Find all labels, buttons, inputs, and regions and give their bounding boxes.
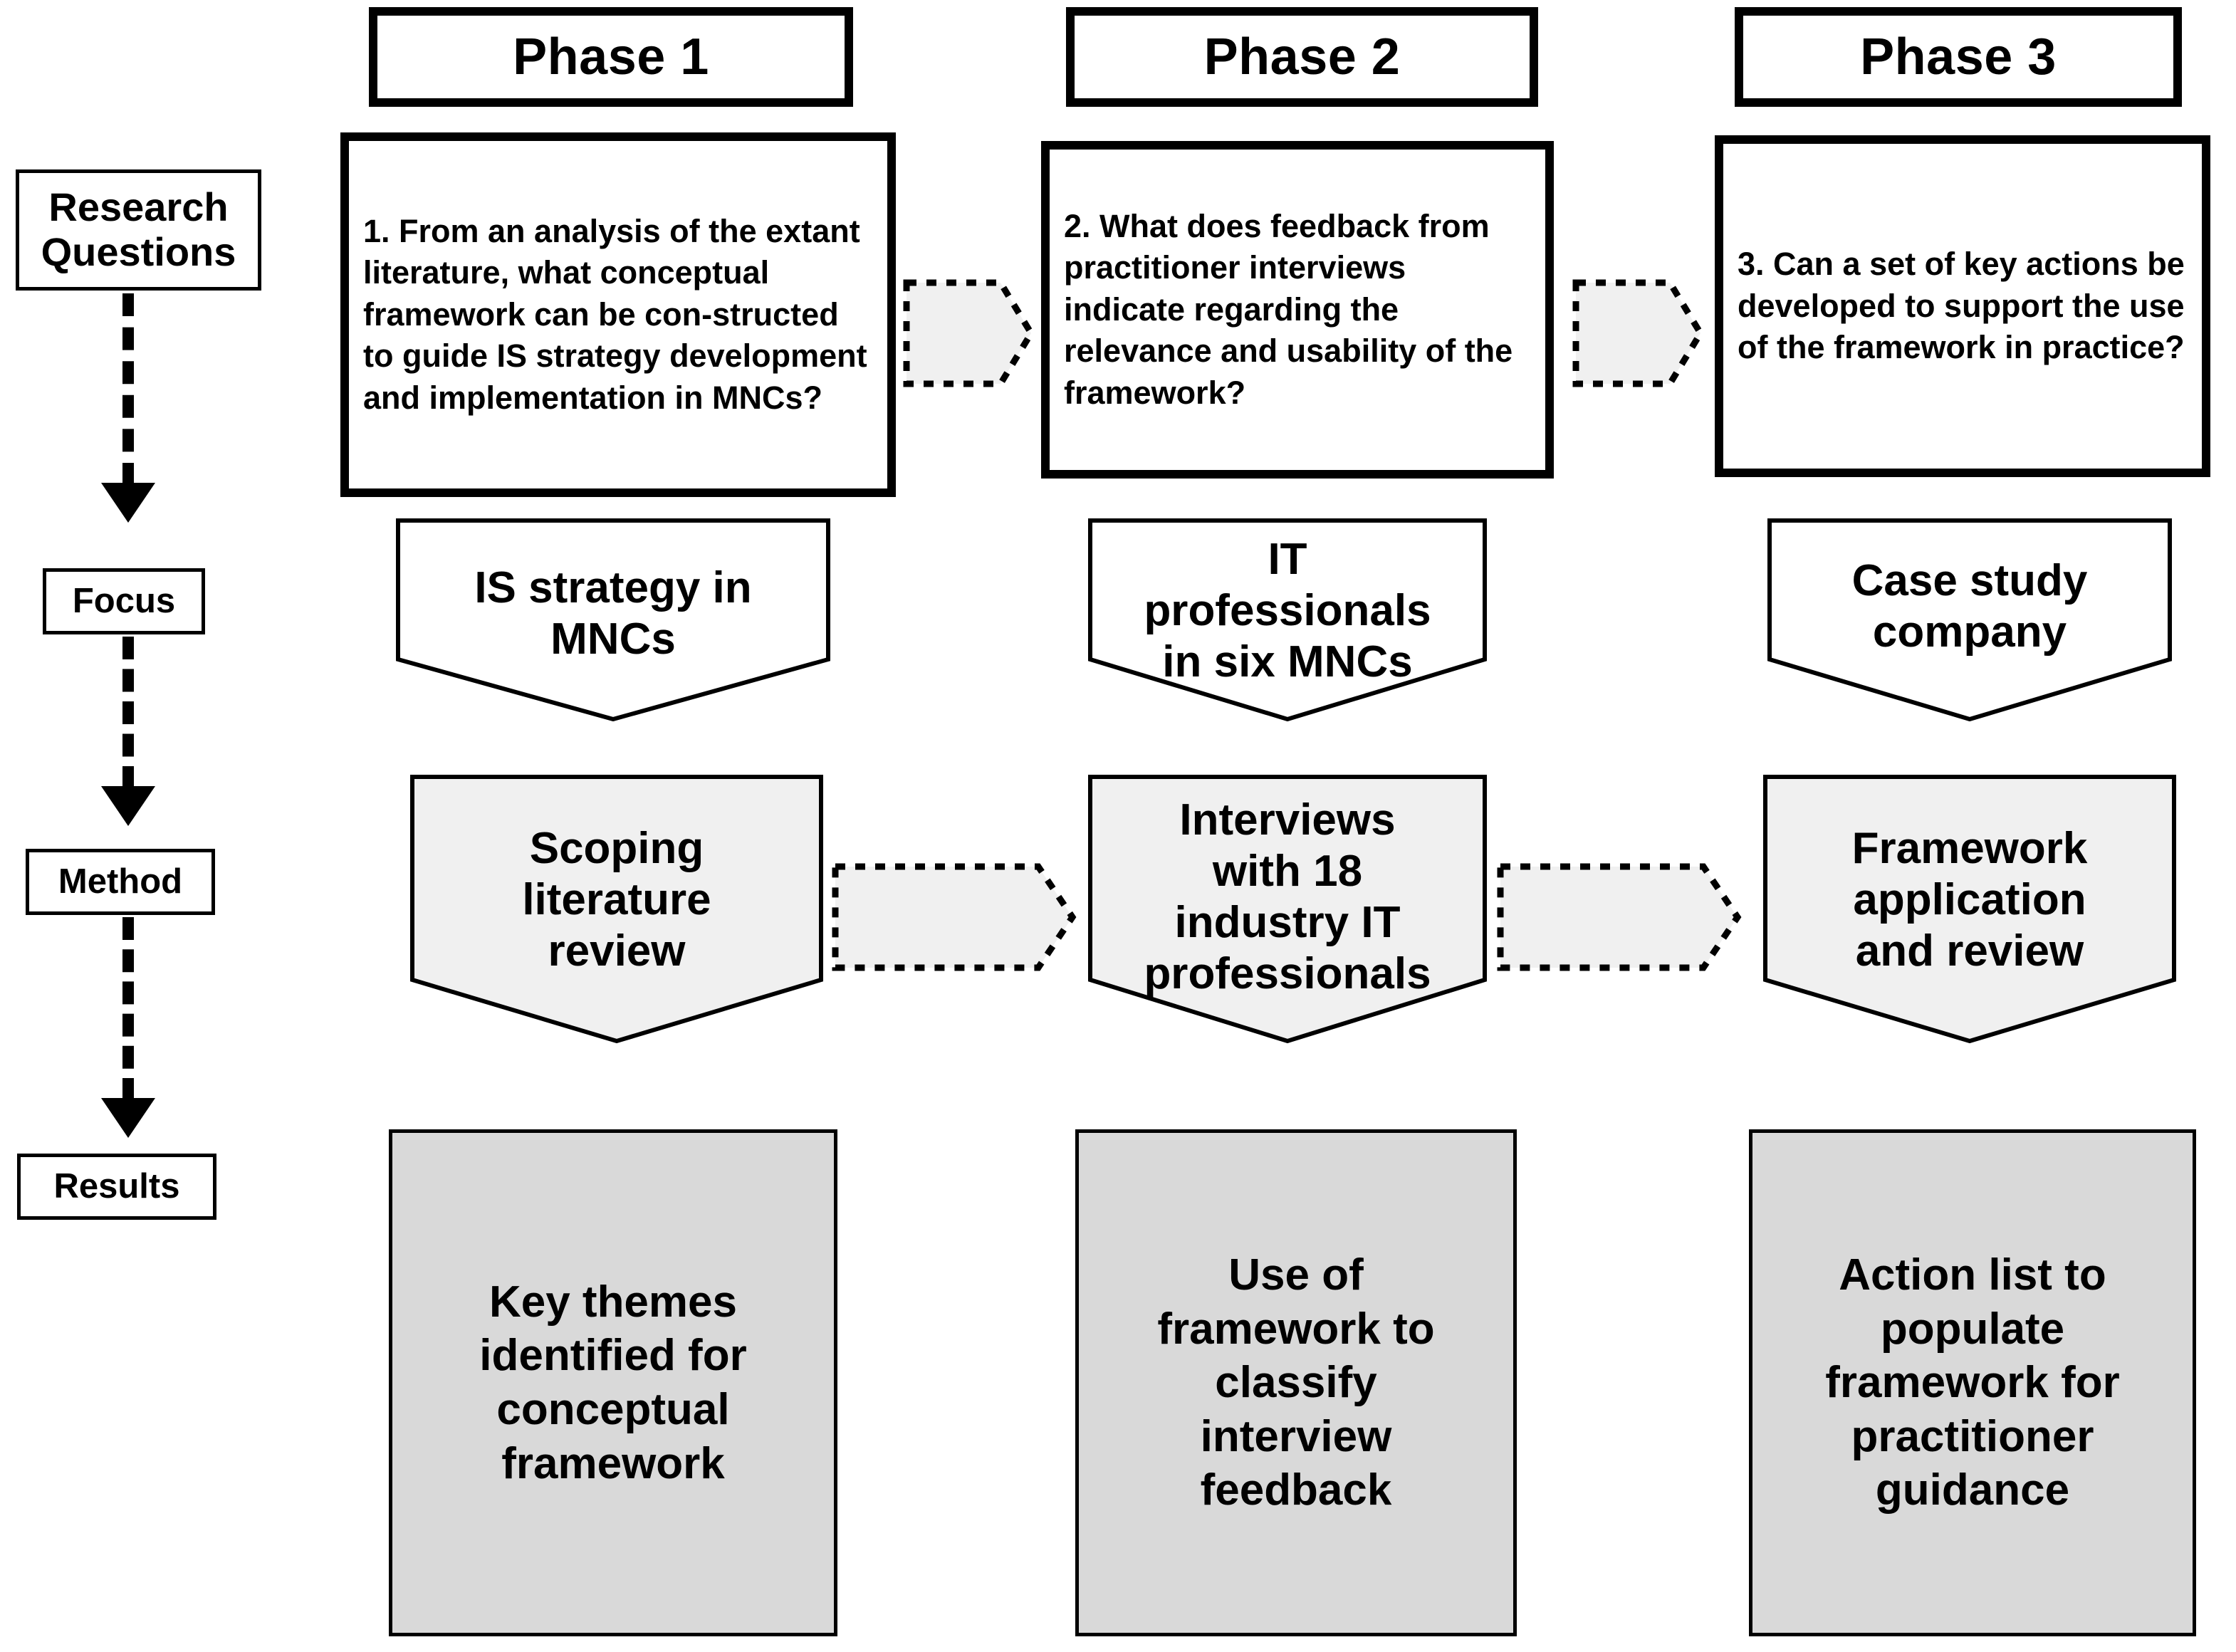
rq-label-line1: Research	[48, 184, 229, 230]
result-label-phase-3: Action list to populate framework for pr…	[1825, 1248, 2119, 1517]
research-question-box-2: 2. What does feedback from practitioner …	[1041, 141, 1554, 479]
phase-header-3-text: Phase 3	[1860, 28, 2057, 85]
research-question-2-text: 2. What does feedback from practitioner …	[1064, 207, 1513, 411]
research-question-box-1: 1. From an analysis of the extant litera…	[340, 132, 896, 497]
result-phase-3-line1: Action list to	[1839, 1250, 2106, 1300]
stage-label-research-questions-text: Research Questions	[41, 184, 236, 274]
method-shape-phase-1: Scoping literature review	[410, 775, 823, 1044]
focus-shape-phase-3: Case study company	[1767, 518, 2172, 721]
result-phase-2-line5: feedback	[1200, 1465, 1392, 1515]
arrow-rq-to-focus-stem	[122, 293, 134, 486]
connector-rq-phase2-to-phase3	[1572, 279, 1704, 387]
stage-label-results: Results	[17, 1154, 216, 1220]
method-shape-phase-2: Interviews with 18 industry IT professio…	[1088, 775, 1487, 1044]
result-phase-1-line4: framework	[501, 1438, 725, 1488]
stage-label-focus: Focus	[43, 568, 205, 634]
research-question-1-text: 1. From an analysis of the extant litera…	[363, 212, 867, 416]
result-box-phase-1: Key themes identified for conceptual fra…	[389, 1129, 837, 1636]
arrow-focus-to-method-head	[101, 786, 155, 826]
arrow-method-to-results-stem	[122, 917, 134, 1101]
phase-header-1-text: Phase 1	[513, 28, 709, 85]
result-label-phase-2: Use of framework to classify interview f…	[1157, 1248, 1434, 1517]
stage-label-method: Method	[26, 849, 215, 915]
result-box-phase-3: Action list to populate framework for pr…	[1749, 1129, 2196, 1636]
focus-shape-phase-1: IS strategy in MNCs	[396, 518, 830, 721]
result-phase-1-line1: Key themes	[489, 1277, 738, 1327]
stage-label-results-text: Results	[53, 1167, 180, 1206]
result-phase-1-line3: conceptual	[496, 1385, 730, 1434]
result-phase-3-line4: practitioner	[1851, 1411, 2094, 1461]
method-shape-phase-3: Framework application and review	[1763, 775, 2176, 1044]
research-question-3-text: 3. Can a set of key actions be developed…	[1738, 246, 2185, 366]
connector-method-phase1-to-phase2	[832, 863, 1077, 971]
rq-label-line2: Questions	[41, 229, 236, 274]
result-phase-1-line2: identified for	[479, 1331, 747, 1381]
phase-header-1: Phase 1	[369, 7, 853, 107]
result-phase-2-line2: framework to	[1157, 1304, 1435, 1354]
phase-header-3: Phase 3	[1735, 7, 2182, 107]
stage-label-research-questions: Research Questions	[16, 169, 261, 291]
result-phase-3-line3: framework for	[1825, 1358, 2120, 1408]
phase-header-2: Phase 2	[1066, 7, 1538, 107]
result-box-phase-2: Use of framework to classify interview f…	[1075, 1129, 1517, 1636]
connector-rq-phase1-to-phase2	[903, 279, 1035, 387]
result-phase-2-line4: interview	[1200, 1411, 1392, 1461]
focus-shape-phase-2: IT professionals in six MNCs	[1088, 518, 1487, 721]
research-question-box-3: 3. Can a set of key actions be developed…	[1715, 135, 2210, 477]
connector-method-phase2-to-phase3	[1497, 863, 1742, 971]
stage-label-focus-text: Focus	[72, 582, 176, 621]
result-phase-3-line2: populate	[1880, 1304, 2065, 1354]
result-phase-2-line3: classify	[1215, 1358, 1377, 1408]
result-label-phase-1: Key themes identified for conceptual fra…	[479, 1275, 746, 1491]
stage-label-method-text: Method	[58, 862, 183, 901]
result-phase-2-line1: Use of	[1228, 1250, 1364, 1300]
arrow-rq-to-focus-head	[101, 483, 155, 523]
arrow-method-to-results-head	[101, 1098, 155, 1138]
arrow-focus-to-method-stem	[122, 637, 134, 789]
result-phase-3-line5: guidance	[1875, 1465, 2070, 1515]
phase-header-2-text: Phase 2	[1203, 28, 1401, 85]
